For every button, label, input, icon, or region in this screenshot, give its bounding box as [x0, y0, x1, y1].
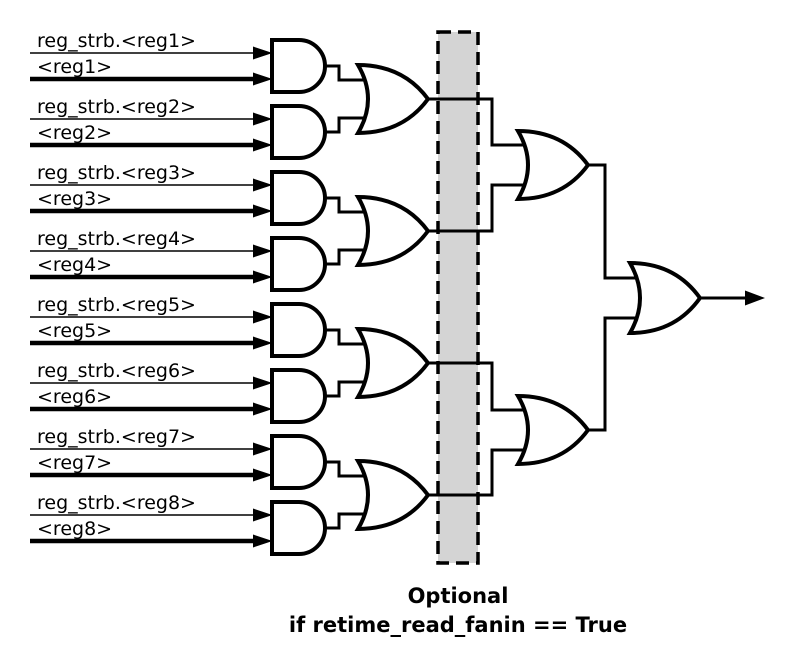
- input-arrowhead-icon: [253, 534, 273, 548]
- connector-wire: [325, 196, 374, 214]
- connector-wire: [428, 97, 532, 147]
- or-gate-l3-1: [514, 128, 591, 202]
- final-or-gate: [626, 260, 703, 336]
- input-arrowhead-icon: [253, 402, 273, 416]
- or-gate-l2-4: [354, 458, 431, 532]
- connector-wire: [325, 116, 374, 134]
- input-arrowhead-icon: [253, 244, 273, 258]
- input-label-data: <reg8>: [37, 518, 112, 540]
- input-label-data: <reg2>: [37, 122, 112, 144]
- input-arrowhead-icon: [253, 336, 273, 350]
- connector-wire: [428, 361, 532, 412]
- input-label-strobe: reg_strb.<reg8>: [37, 492, 196, 514]
- connector-wire: [588, 316, 650, 432]
- wires-layer: [30, 52, 748, 544]
- input-label-data: <reg5>: [37, 320, 112, 342]
- connector-wire: [325, 328, 374, 346]
- output-arrowhead-icon: [745, 290, 765, 306]
- and-gate-2: [270, 104, 327, 160]
- input-label-data: <reg6>: [37, 386, 112, 408]
- input-label-data: <reg3>: [37, 188, 112, 210]
- connector-wire: [325, 460, 374, 478]
- connector-wire: [325, 512, 374, 530]
- or-gate-l2-1: [354, 62, 431, 136]
- and-gate-4: [270, 236, 327, 292]
- input-label-data: <reg7>: [37, 452, 112, 474]
- input-label-strobe: reg_strb.<reg2>: [37, 96, 196, 118]
- arrows-layer: [253, 46, 765, 548]
- optional-region: [436, 30, 480, 565]
- connector-wire: [325, 380, 374, 398]
- and-gate-8: [270, 500, 327, 556]
- input-arrowhead-icon: [253, 508, 273, 522]
- and-gate-1: [270, 38, 327, 94]
- connector-wire: [325, 64, 374, 82]
- input-arrowhead-icon: [253, 468, 273, 482]
- input-label-strobe: reg_strb.<reg5>: [37, 294, 196, 316]
- and-gate-6: [270, 368, 327, 424]
- input-arrowhead-icon: [253, 204, 273, 218]
- input-label-data: <reg1>: [37, 56, 112, 78]
- input-arrowhead-icon: [253, 72, 273, 86]
- input-arrowhead-icon: [253, 178, 273, 192]
- input-arrowhead-icon: [253, 442, 273, 456]
- input-arrowhead-icon: [253, 138, 273, 152]
- input-arrowhead-icon: [253, 310, 273, 324]
- connector-wire: [588, 163, 650, 280]
- input-arrowhead-icon: [253, 376, 273, 390]
- input-label-strobe: reg_strb.<reg3>: [37, 162, 196, 184]
- input-arrowhead-icon: [253, 270, 273, 284]
- caption-optional: Optional: [408, 584, 509, 608]
- input-arrowhead-icon: [253, 46, 273, 60]
- connector-wire: [325, 248, 374, 266]
- caption-condition: if retime_read_fanin == True: [289, 613, 627, 637]
- or-gate-l2-3: [354, 326, 431, 400]
- input-label-strobe: reg_strb.<reg1>: [37, 30, 196, 52]
- gates-layer: [270, 38, 703, 556]
- input-label-strobe: reg_strb.<reg4>: [37, 228, 196, 250]
- input-label-data: <reg4>: [37, 254, 112, 276]
- connector-wire: [428, 183, 532, 233]
- input-label-strobe: reg_strb.<reg6>: [37, 360, 196, 382]
- input-arrowhead-icon: [253, 112, 273, 126]
- and-gate-5: [270, 302, 327, 358]
- labels-layer: reg_strb.<reg1> <reg1> reg_strb.<reg2> <reg…: [37, 30, 196, 540]
- or-gate-l2-2: [354, 194, 431, 268]
- or-gate-l3-2: [514, 393, 591, 467]
- and-gate-3: [270, 170, 327, 226]
- input-label-strobe: reg_strb.<reg7>: [37, 426, 196, 448]
- and-gate-7: [270, 434, 327, 490]
- connector-wire: [428, 448, 532, 497]
